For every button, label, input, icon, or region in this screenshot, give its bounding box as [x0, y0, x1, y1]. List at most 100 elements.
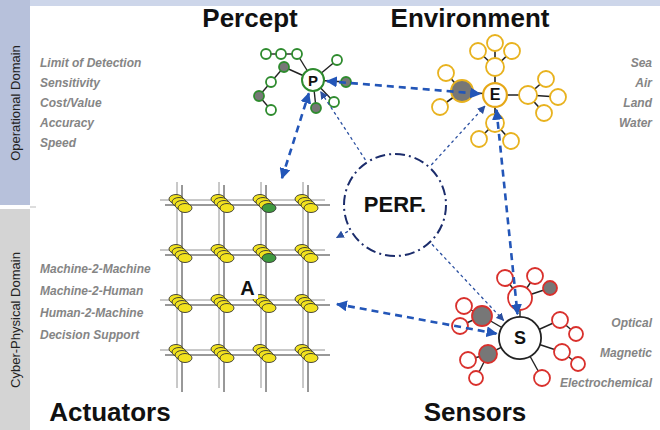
- tree-leaf: [543, 281, 557, 295]
- tree-leaf: [538, 71, 554, 87]
- tree-leaf: [487, 35, 503, 51]
- actuator-grid: [160, 182, 330, 392]
- attribute-label: Machine-2-Human: [40, 284, 143, 299]
- top-band-strip: [30, 0, 660, 6]
- tree-leaf: [311, 103, 321, 113]
- node-circle: [302, 69, 324, 91]
- attribute-label: Speed: [40, 136, 76, 151]
- node-circle: [344, 154, 446, 256]
- tree-leaf: [438, 65, 454, 81]
- tree-leaf: [471, 131, 487, 147]
- performance-node: PERF.: [343, 153, 447, 257]
- actuator-disc: [304, 354, 318, 363]
- relation-arrow: [327, 81, 480, 94]
- node-label: P: [308, 72, 318, 89]
- node-label: Operational Domain: [8, 45, 23, 161]
- section-heading: Actuators: [49, 397, 170, 428]
- sensor-tree: [452, 268, 585, 386]
- actuator-disc: [220, 254, 234, 263]
- percept-node: P: [301, 68, 325, 92]
- tree-leaf: [276, 49, 286, 59]
- tree-leaf: [279, 62, 289, 72]
- attribute-label: Cost/Value: [40, 96, 102, 111]
- tree-leaf: [329, 97, 339, 107]
- actuator-disc: [178, 304, 192, 313]
- tree-leaf: [503, 133, 519, 149]
- tree-leaf: [472, 306, 492, 326]
- performance-link: [337, 231, 348, 237]
- tree-leaf: [460, 352, 476, 368]
- actuator-disc: [220, 354, 234, 363]
- attribute-label: Air: [635, 76, 652, 91]
- actuator-disc: [262, 254, 276, 263]
- tree-leaf: [332, 55, 342, 65]
- tree-leaf: [569, 327, 583, 341]
- node-label: E: [490, 86, 501, 104]
- tree-leaf: [254, 91, 264, 101]
- tree-leaf: [571, 357, 585, 371]
- relation-arrow: [282, 93, 309, 178]
- node-label: PERF.: [364, 192, 426, 218]
- tree-leaf: [554, 344, 570, 360]
- attribute-label: Electrochemical: [560, 376, 652, 391]
- relation-arrow: [497, 110, 518, 314]
- actuator-disc: [220, 204, 234, 213]
- relation-arrow: [337, 304, 496, 334]
- tree-leaf: [550, 89, 566, 105]
- actuator-disc: [304, 204, 318, 213]
- actuator-disc: [262, 204, 276, 213]
- actuator-disc: [262, 354, 276, 363]
- attribute-label: Human-2-Machine: [40, 306, 143, 321]
- performance-link: [321, 92, 366, 160]
- actuator-disc: [178, 254, 192, 263]
- tree-leaf: [479, 345, 497, 363]
- section-heading: Sensors: [424, 397, 527, 428]
- domain-divider: [30, 207, 36, 208]
- environment-node: E: [482, 82, 508, 108]
- tree-leaf: [261, 49, 271, 59]
- performance-link: [432, 244, 504, 320]
- node-label: A: [237, 277, 257, 299]
- actuator-disc: [304, 304, 318, 313]
- percept-tree: [254, 49, 351, 115]
- actuator-disc: [262, 304, 276, 313]
- domain-band: Cyber-Physical Domain: [0, 209, 30, 430]
- attribute-label: Magnetic: [600, 346, 652, 361]
- node-circle: [483, 83, 507, 107]
- tree-leaf: [534, 370, 550, 386]
- node-label: Cyber-Physical Domain: [8, 252, 23, 388]
- attribute-label: Optical: [611, 316, 652, 331]
- tree-leaf: [266, 77, 276, 87]
- actuator-disc: [178, 204, 192, 213]
- domain-band: Operational Domain: [0, 0, 30, 205]
- tree-leaf: [292, 49, 302, 59]
- attribute-label: Land: [623, 96, 652, 111]
- tree-leaf: [470, 43, 486, 59]
- performance-link: [431, 106, 485, 165]
- attribute-label: Water: [619, 116, 652, 131]
- sensor-node: S: [498, 316, 542, 360]
- tree-leaf: [456, 298, 472, 314]
- section-heading: Environment: [391, 3, 550, 34]
- attribute-label: Sea: [631, 56, 652, 71]
- tree-leaf: [508, 286, 532, 310]
- attribute-label: Sensitivity: [40, 76, 100, 91]
- actuator-disc: [220, 304, 234, 313]
- tree-leaf: [266, 105, 276, 115]
- tree-leaf: [497, 270, 513, 286]
- attribute-label: Accuracy: [40, 116, 94, 131]
- tree-leaf: [486, 114, 504, 132]
- tree-leaf: [504, 43, 520, 59]
- tree-leaf: [527, 268, 543, 284]
- tree-leaf: [536, 105, 552, 121]
- attribute-label: Limit of Detection: [40, 56, 141, 71]
- actuator-node: A: [160, 180, 335, 395]
- node-label: S: [514, 328, 526, 349]
- attribute-label: Machine-2-Machine: [40, 262, 151, 277]
- actuator-disc: [178, 354, 192, 363]
- tree-leaf: [469, 371, 483, 385]
- attribute-label: Decision Support: [40, 328, 139, 343]
- actuator-disc: [304, 254, 318, 263]
- section-heading: Percept: [202, 3, 297, 34]
